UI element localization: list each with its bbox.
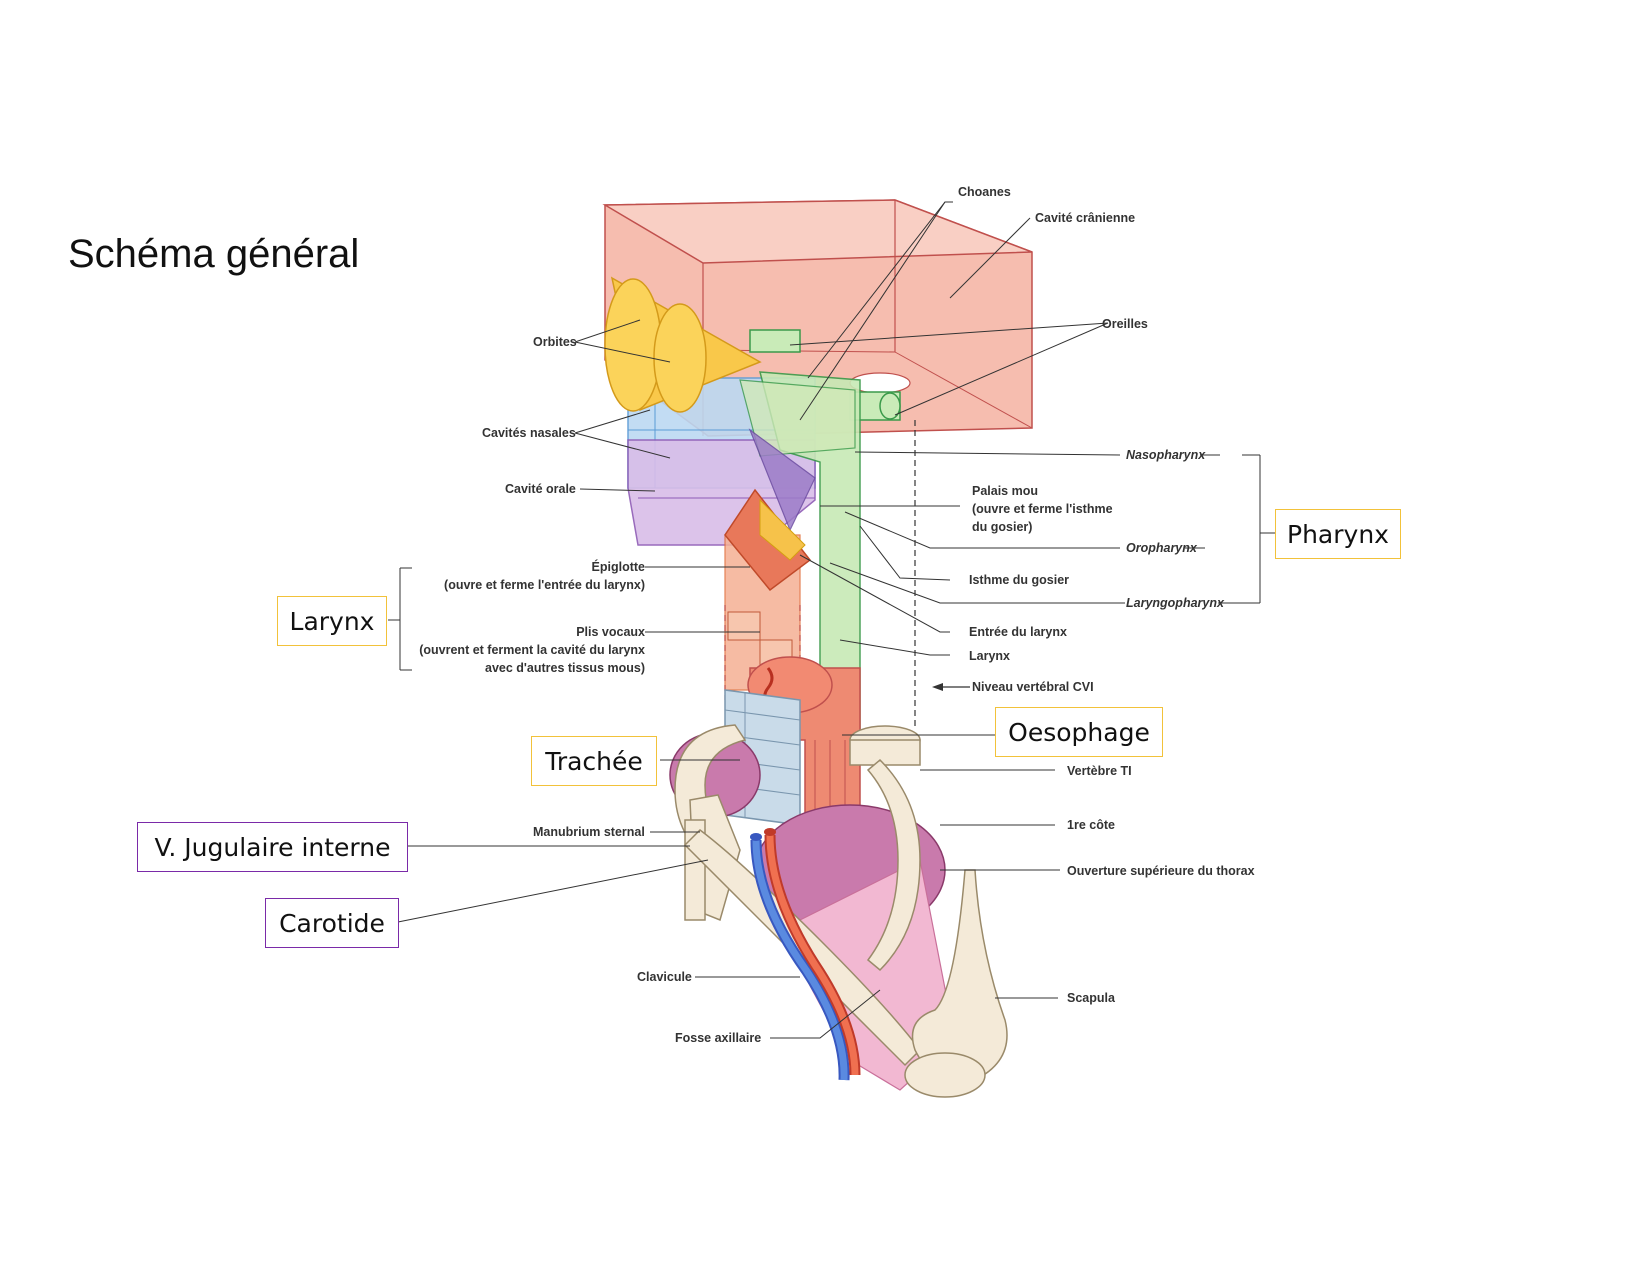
callout-carotide: Carotide (265, 898, 399, 948)
label-epiglotte-1: Épiglotte (592, 559, 646, 574)
label-larynx-small: Larynx (969, 649, 1010, 663)
label-premiere-cote: 1re côte (1067, 818, 1115, 832)
label-palais-mou-3: du gosier) (972, 520, 1032, 534)
label-palais-mou-1: Palais mou (972, 484, 1038, 498)
callout-pharynx: Pharynx (1275, 509, 1401, 559)
vessels-shape (750, 828, 861, 1081)
label-cavites-nasales: Cavités nasales (482, 426, 576, 440)
vertebra-shape (849, 725, 921, 766)
callout-larynx: Larynx (277, 596, 387, 646)
callout-oesophage: Oesophage (995, 707, 1163, 757)
label-cavite-orale: Cavité orale (505, 482, 576, 496)
label-nasopharynx: Nasopharynx (1126, 448, 1206, 462)
label-ouverture-thorax: Ouverture supérieure du thorax (1067, 864, 1255, 878)
label-scapula: Scapula (1067, 991, 1116, 1005)
page-title: Schéma général (68, 232, 360, 276)
label-oropharynx: Oropharynx (1126, 541, 1198, 555)
label-epiglotte-2: (ouvre et ferme l'entrée du larynx) (444, 578, 645, 592)
label-palais-mou-2: (ouvre et ferme l'isthme (972, 502, 1113, 516)
label-vertebre-ti: Vertèbre TI (1067, 764, 1132, 778)
label-plis-vocaux-1: Plis vocaux (576, 625, 645, 639)
callout-jugulaire: V. Jugulaire interne (137, 822, 408, 872)
label-clavicule: Clavicule (637, 970, 692, 984)
label-plis-vocaux-3: avec d'autres tissus mous) (485, 661, 645, 675)
label-entree-du-larynx: Entrée du larynx (969, 625, 1067, 639)
label-manubrium: Manubrium sternal (533, 825, 645, 839)
label-niveau-vertebral: Niveau vertébral CVI (972, 680, 1094, 694)
pharynx-column-shape (739, 371, 861, 731)
soft-palate-shape (748, 428, 816, 532)
leader-lines (388, 201, 1275, 1039)
label-cavite-cranienne: Cavité crânienne (1035, 211, 1135, 225)
label-isthme-du-gosier: Isthme du gosier (969, 573, 1069, 587)
callout-trachee: Trachée (531, 736, 657, 786)
label-laryngopharynx: Laryngopharynx (1126, 596, 1225, 610)
label-choanes: Choanes (958, 185, 1011, 199)
arrow-icon (932, 683, 943, 691)
orbits-shape (604, 276, 762, 413)
label-oreilles: Oreilles (1102, 317, 1148, 331)
label-orbites: Orbites (533, 335, 577, 349)
label-fosse-axillaire: Fosse axillaire (675, 1031, 761, 1045)
label-plis-vocaux-2: (ouvrent et ferment la cavité du larynx (419, 643, 645, 657)
